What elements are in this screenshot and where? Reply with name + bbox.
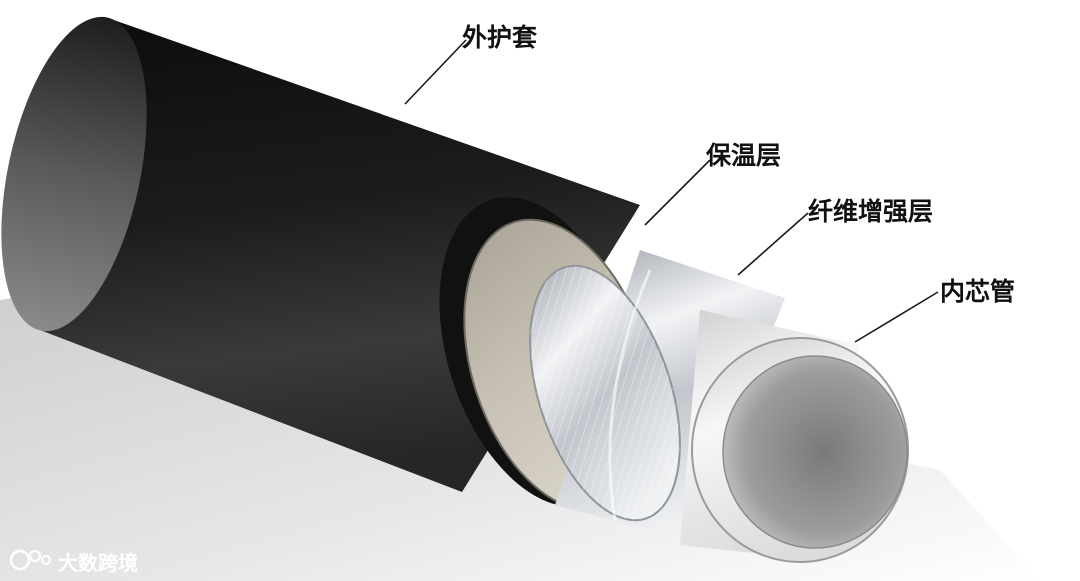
inner-core-pipe xyxy=(680,310,909,563)
leader-fiber-layer xyxy=(737,212,809,276)
watermark-logo-icon xyxy=(9,549,51,571)
leader-inner-pipe xyxy=(854,291,939,343)
watermark-text: 大数跨境 xyxy=(58,551,138,575)
label-outer-jacket: 外护套 xyxy=(462,23,538,52)
label-fiber-layer: 纤维增强层 xyxy=(808,197,933,226)
leader-outer-jacket xyxy=(404,39,467,105)
label-insulation: 保温层 xyxy=(705,141,781,170)
leader-insulation xyxy=(644,159,711,226)
watermark: 大数跨境 xyxy=(9,549,138,575)
label-inner-pipe: 内芯管 xyxy=(940,277,1015,306)
